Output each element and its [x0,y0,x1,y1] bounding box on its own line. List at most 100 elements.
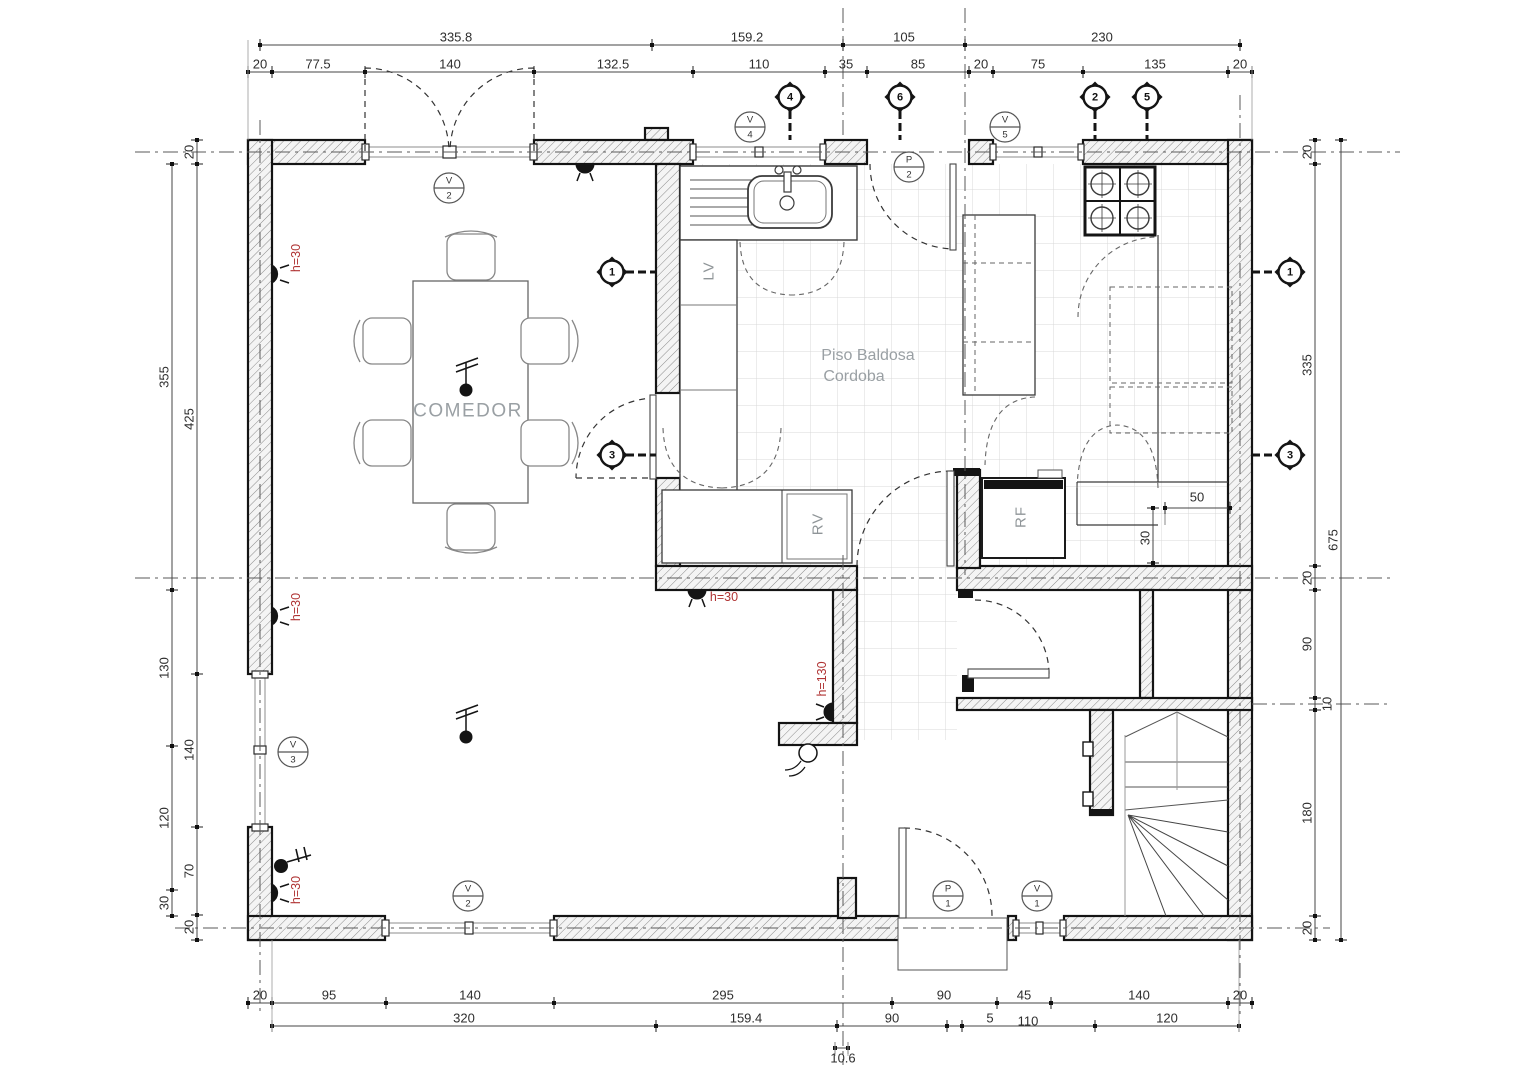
tag-letter: P [944,883,952,895]
chair [362,419,412,467]
dim-label: 5 [986,1010,994,1026]
section-marker-number: 1 [608,266,616,279]
dim-label: 159.4 [729,1010,763,1026]
dim-label: 105 [893,29,915,45]
tag-number: 4 [747,129,753,141]
door-p1-leaf [898,827,907,919]
tag-number: 2 [446,190,452,202]
appliance-label-fridge: RF [1012,506,1030,528]
floor-finish-note: Piso Baldosa [821,347,915,364]
appliance-label-dishwasher: LV [700,261,718,281]
dim-label: 20 [973,56,989,72]
dim-label: 230 [1091,29,1113,45]
height-note: h=30 [288,875,303,905]
opening-tags [277,111,1053,912]
stove-burners [1088,170,1152,232]
dim-label: 425 [181,408,197,430]
chair [520,317,570,365]
dim-label: 10 [1319,696,1335,712]
dim-label: 20 [181,144,197,160]
wall-rf-nook [955,468,982,570]
wall-top-pier-bump [643,126,670,142]
tag-letter: V [289,739,297,751]
tag-letter: P [905,154,913,166]
dim-label: 50 [1189,489,1205,505]
wall-room-divider [1138,588,1155,700]
section-marker-number: 3 [608,449,616,462]
dim-label: 20 [1299,570,1315,586]
floor-finish-note: Cordoba [823,368,885,385]
south-counter [661,489,853,564]
section-marker-number: 1 [1286,266,1294,279]
dim-label: 30 [156,895,172,911]
door-p1-swing [903,827,993,917]
dim-label: 140 [181,739,197,761]
dim-label: 159.2 [730,29,764,45]
height-note: h=130 [814,661,829,697]
tag-number: 3 [290,754,296,766]
extension-lines [247,40,1253,1056]
wall-h130-vertical [831,588,859,725]
tag-letter: V [1033,883,1041,895]
dim-label: 20 [252,56,268,72]
faucet-handle [774,165,784,175]
height-note: h=30 [288,243,303,273]
door-closet-leaf [967,668,1050,679]
door-comedor-leaf [649,394,657,480]
dim-label: 90 [936,987,952,1003]
switch [274,846,312,873]
dim-label: 30 [1137,530,1153,546]
section-marker-number: 5 [1143,91,1151,104]
door-comedor-swing [575,397,657,479]
section-marker-diamonds [596,81,1306,471]
staircase [1124,711,1229,917]
chair [446,503,496,551]
ceiling-light [455,704,479,744]
dim-label: 320 [453,1010,475,1026]
dim-label: 95 [321,987,337,1003]
door-passage-leaf [946,470,955,567]
refrigerator-top [984,480,1063,489]
axis-lines [135,8,1400,1065]
chair [520,419,570,467]
kitchen-fixtures [661,165,1233,564]
chair [446,233,496,281]
ceiling-light [455,357,479,397]
dim-label: 10.6 [830,1050,856,1066]
tag-number: 1 [1034,898,1040,910]
dim-label: 90 [1299,636,1315,652]
dim-label: 135 [1144,56,1166,72]
tag-letter: V [1001,114,1009,126]
door-p2-leaf [949,163,957,251]
tag-letter: V [464,883,472,895]
height-note: h=30 [709,589,739,604]
dim-label: 140 [459,987,481,1003]
drain [779,195,795,211]
oven-rv [786,493,848,560]
electrical-symbols [271,163,834,903]
dim-label: 132.5 [596,56,630,72]
wall-right [1226,138,1254,942]
faucet-handle [792,165,802,175]
room-label-comedor: COMEDOR [413,400,523,422]
dim-label: 90 [884,1010,900,1026]
section-marker-number: 3 [1286,449,1294,462]
section-markers [596,81,1306,471]
dim-label: 140 [1128,987,1150,1003]
dining-furniture [353,230,579,554]
cabinet-door-swings [662,236,1159,489]
dim-label: 675 [1325,529,1341,551]
section-marker-number: 2 [1091,91,1099,104]
chair [362,317,412,365]
dim-label: 77.5 [305,56,331,72]
tag-number: 2 [465,898,471,910]
dim-label: 180 [1299,802,1315,824]
wall-cabinet-dashed [1109,386,1233,434]
wall-kitchen-divider-upper [654,162,682,395]
wall-10cm [955,696,1254,712]
dim-label: 140 [439,56,461,72]
right-counter-edges [1076,235,1228,526]
tag-number: 1 [945,898,951,910]
